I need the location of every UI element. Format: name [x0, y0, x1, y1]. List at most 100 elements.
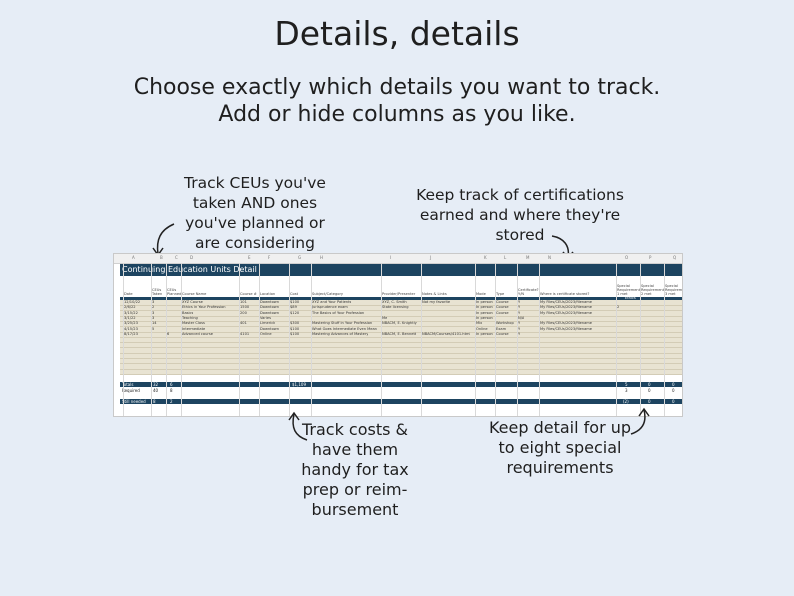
callout-certs: Keep track of certifications earned and … [395, 185, 645, 245]
table-cell: XYZ Course [182, 300, 203, 304]
filter-label: Ethics [625, 296, 636, 300]
column-letter: P [649, 255, 652, 260]
table-cell: In person [476, 305, 493, 310]
grid-line [664, 263, 665, 416]
callout-ceus-line: you've planned or [185, 214, 325, 232]
table-cell: State licensing [382, 305, 409, 310]
required-label: Required [122, 388, 140, 393]
filter-row: Ethics [120, 296, 682, 300]
table-cell: $120 [290, 310, 300, 315]
table-cell: 101 [240, 300, 247, 304]
table-cell: Master Class [182, 321, 205, 326]
table-cell: 3 [152, 300, 155, 304]
column-header: Subject/Category [312, 292, 344, 296]
callout-certs-line: earned and where they're [419, 206, 621, 224]
table-cell: 2 [152, 305, 155, 310]
table-cell: 401 [240, 321, 247, 326]
callout-costs-line: handy for tax [301, 460, 409, 479]
arrow-costs-icon [288, 411, 308, 441]
totals-row: Totals 32 6 $1,109 5 0 0 [120, 382, 682, 387]
table-cell: Course [496, 331, 509, 336]
column-header: Special Requirement 2 met [641, 284, 665, 296]
table-cell: Varies [260, 315, 271, 320]
callout-costs-line: Track costs & [301, 420, 409, 439]
table-cell: NBACM, E. Knightly [382, 321, 417, 326]
grid-line [616, 263, 617, 416]
table-cell: My Files/CEUs/2023/filename [540, 326, 592, 331]
column-header: Notes & Links [422, 292, 447, 296]
totals-planned: 6 [170, 382, 173, 387]
table-cell: 2/6/22 [124, 305, 136, 310]
column-letter: Q [673, 255, 677, 260]
column-header: Mode [476, 292, 486, 296]
table-cell: My Files/CEUs/2023/filename [540, 305, 592, 310]
table-cell: 8/17/23 [124, 331, 138, 336]
still-needed-planned: 2 [170, 399, 173, 404]
table-cell: Me [382, 315, 388, 320]
table-cell: My Files/CEUs/2023/filename [540, 300, 592, 304]
table-cell: Downtown [260, 310, 280, 315]
table-cell: Online [260, 331, 272, 336]
column-letter: B [160, 255, 163, 260]
table-cell: 14 [152, 321, 157, 326]
table-cell: Course [496, 300, 509, 304]
callout-ceus-line: Track CEUs you've [184, 174, 326, 192]
table-cell: In person [476, 300, 493, 304]
table-cell: N/A [518, 315, 525, 320]
column-header: Special Requirement 3 met [665, 284, 683, 296]
table-cell: $300 [290, 321, 300, 326]
column-letter: K [484, 255, 487, 260]
still-needed-req3: 0 [672, 399, 675, 404]
table-cell: Intermediate [182, 326, 206, 331]
table-cell: 5 [152, 326, 155, 331]
required-req2: 0 [648, 388, 651, 393]
table-cell: 2 [617, 305, 620, 310]
table-row [120, 364, 682, 370]
grid-line [289, 263, 290, 416]
table-cell: The Basics of Your Profession [312, 310, 365, 315]
table-cell: 3 [152, 310, 155, 315]
still-needed-req1: (2) [623, 399, 629, 404]
still-needed-label: Still needed [122, 399, 146, 404]
callout-costs-line: bursement [311, 500, 399, 519]
table-cell: Y [518, 326, 521, 331]
table-row [120, 369, 682, 375]
table-cell: What Goes Intermediate Even Mean [312, 326, 377, 331]
grid-line [495, 263, 496, 416]
required-row: Required 40 8 3 0 0 [120, 388, 682, 393]
table-cell: Mix [476, 321, 483, 326]
grid-line [421, 263, 422, 416]
table-cell: 4/15/23 [124, 326, 138, 331]
table-row [120, 353, 682, 359]
grid-line [640, 263, 641, 416]
column-header: Cost [290, 292, 298, 296]
callout-certs-line: stored [495, 226, 545, 244]
table-cell: Limerick [260, 321, 276, 326]
still-needed-req2: 0 [648, 399, 651, 404]
table-cell: Y [518, 300, 521, 304]
table-cell: 3/1/22 [124, 315, 136, 320]
table-cell: 12/10/22 [124, 300, 141, 304]
table-cell: Downtown [260, 300, 280, 304]
page-title: Details, details [274, 14, 520, 53]
column-letter: I [390, 255, 392, 260]
column-header: Date [124, 292, 133, 296]
column-header: Type [496, 292, 505, 296]
table-cell: Course [496, 305, 509, 310]
required-taken: 40 [153, 388, 159, 393]
table-cell: In person [476, 331, 493, 336]
grid-line [259, 263, 260, 416]
required-planned: 8 [170, 388, 173, 393]
table-cell: $100 [290, 331, 300, 336]
column-letter: A [132, 255, 135, 260]
table-cell: $89 [290, 305, 297, 310]
table-cell: Online [476, 326, 488, 331]
callout-ceus: Track CEUs you've taken AND ones you've … [160, 173, 350, 253]
subtitle-line-2: Add or hide columns as you like. [218, 102, 576, 127]
table-cell: Y [518, 331, 521, 336]
table-cell: My Files/CEUs/2023/filename [540, 321, 592, 326]
